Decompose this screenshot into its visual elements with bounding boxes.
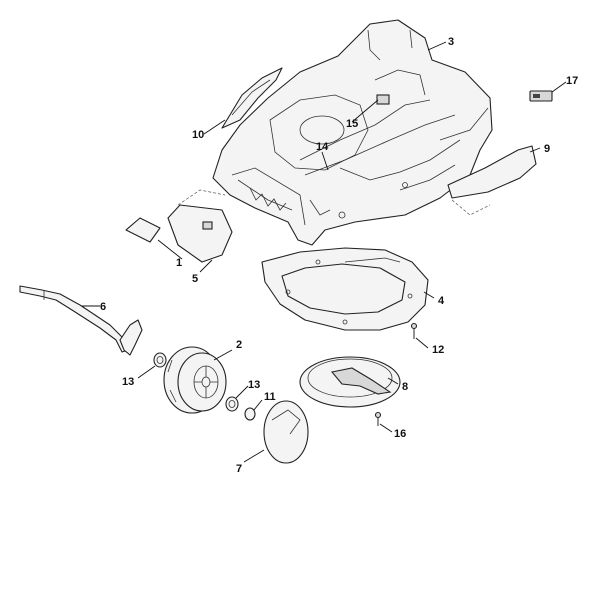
part-1-cover-plate [125,217,161,243]
part-4-deck-ring [261,247,429,331]
callout-4: 4 [438,295,445,307]
part-7-hub-cap [263,400,309,464]
callout-2: 2 [236,339,242,351]
part-13-bushing-left [153,352,167,368]
part-9-rear-flap [447,145,537,216]
callout-13-right: 13 [248,379,260,391]
callout-11: 11 [264,391,276,403]
part-5-front-cover [167,189,233,263]
callout-15: 15 [346,118,358,130]
part-10-side-guard [221,67,283,129]
callout-10: 10 [192,129,204,141]
callout-8: 8 [402,381,408,393]
callout-5: 5 [192,273,198,285]
part-3-deck-housing [212,19,493,246]
callout-14: 14 [316,141,329,153]
callout-6: 6 [100,301,106,313]
callout-13-left: 13 [122,376,134,388]
callout-17: 17 [566,75,578,87]
leader-lines [82,41,567,463]
callout-7: 7 [236,463,242,475]
callout-3: 3 [448,36,454,48]
callout-1: 1 [176,257,182,269]
part-17-label [529,90,553,102]
callout-9: 9 [544,143,550,155]
part-2-wheel [163,346,227,414]
callout-16: 16 [394,428,406,440]
part-6-axle [19,285,143,356]
part-16-screw [374,411,382,426]
callout-12: 12 [432,344,444,356]
part-11-nut [244,407,256,421]
callouts: 1 2 3 4 5 6 7 8 9 10 11 12 13 13 14 15 1… [100,36,578,475]
part-12-screw [410,322,418,339]
part-8-blade-plate [299,356,401,408]
part-13-bushing-right [225,396,239,412]
